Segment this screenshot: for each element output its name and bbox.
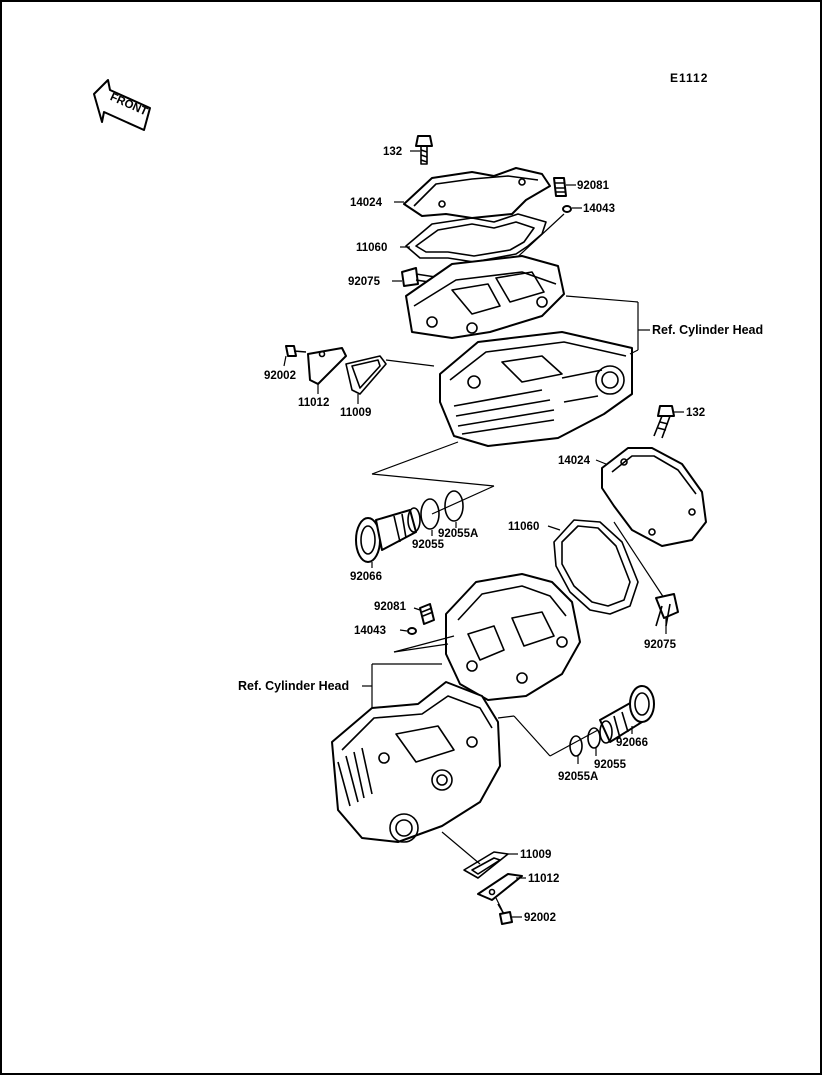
label-92066-bottom: 92066 [616,737,648,749]
label-132-top: 132 [383,146,402,158]
oring-92055A-top [444,490,464,522]
label-11009-top: 11009 [340,407,371,419]
oring-92055-bottom [587,727,601,749]
label-ref-head-top: Ref. Cylinder Head [652,323,763,337]
rocker-housing-bottom [445,573,581,701]
label-92002-top: 92002 [264,370,296,382]
bolt-132-bottom [653,405,675,439]
label-14024-bottom: 14024 [558,455,591,467]
intake-pipe-92066-bottom [599,685,655,744]
label-92075-top: 92075 [348,276,381,288]
label-92055A-bottom: 92055A [558,771,598,783]
intake-pipe-92066-top [355,507,421,563]
cylinder-head-top [439,331,633,447]
label-11060-top: 11060 [356,242,387,254]
label-92075-bottom: 92075 [644,639,677,651]
label-92066-top: 92066 [350,571,382,583]
plug-92081-top [553,177,567,197]
front-arrow-icon: FRONT [93,79,151,131]
label-92055A-top: 92055A [438,528,478,540]
label-11009-bottom: 11009 [520,849,551,861]
label-ref-head-bottom: Ref. Cylinder Head [238,679,349,693]
gasket-11009-top [345,355,387,395]
gasket-11060-top [405,213,547,263]
gasket-11060-bottom [553,519,639,615]
diagram-code: E1112 [670,71,708,85]
plug-92081-bottom [419,603,435,625]
cover-14024-bottom [601,447,707,547]
label-14024-top: 14024 [350,197,383,209]
oring-92055A-bottom [569,735,583,757]
bolt-92002-bottom [497,903,513,925]
oring-92055-top [420,498,440,530]
label-11060-bottom: 11060 [508,521,539,533]
plate-11012-top [307,347,347,385]
bolt-92075-bottom [655,593,679,627]
rocker-housing-top [405,255,565,339]
bolt-92002-top [285,345,307,357]
cover-14024-top [403,167,551,219]
label-92081-bottom: 92081 [374,601,407,613]
label-92055-top: 92055 [412,539,445,551]
bolt-132-top [415,135,433,165]
label-11012-top: 11012 [298,397,329,409]
label-92055-bottom: 92055 [594,759,627,771]
label-132-bottom: 132 [686,407,705,419]
oring-14043-top [562,205,572,213]
label-92081-top: 92081 [577,180,610,192]
label-92002-bottom: 92002 [524,912,556,924]
label-14043-bottom: 14043 [354,625,386,637]
plate-11012-bottom [477,873,523,901]
label-11012-bottom: 11012 [528,873,559,885]
cylinder-head-bottom [331,681,501,843]
oring-14043-bottom [407,627,417,635]
label-14043-top: 14043 [583,203,615,215]
